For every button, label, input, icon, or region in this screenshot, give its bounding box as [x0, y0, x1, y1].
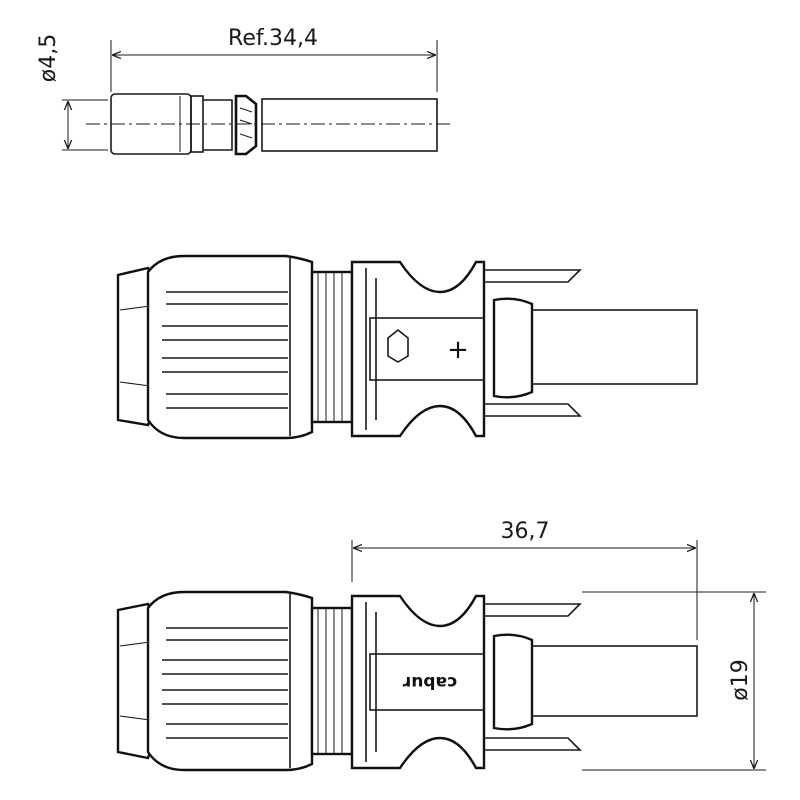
contact-pin: Ref.34,4 ø4,5: [36, 26, 452, 156]
housing-length-label: 36,7: [501, 519, 550, 544]
connector-plus-view: +: [116, 254, 698, 440]
pin-length-label: Ref.34,4: [228, 26, 318, 51]
pin-diameter-label: ø4,5: [36, 34, 61, 82]
brand-marking: cabur: [402, 672, 457, 692]
housing-diameter-label: ø19: [728, 659, 753, 700]
connector-brand-view: 36,7 ø19 cabur: [116, 519, 766, 772]
polarity-plus-marking: +: [447, 335, 469, 365]
